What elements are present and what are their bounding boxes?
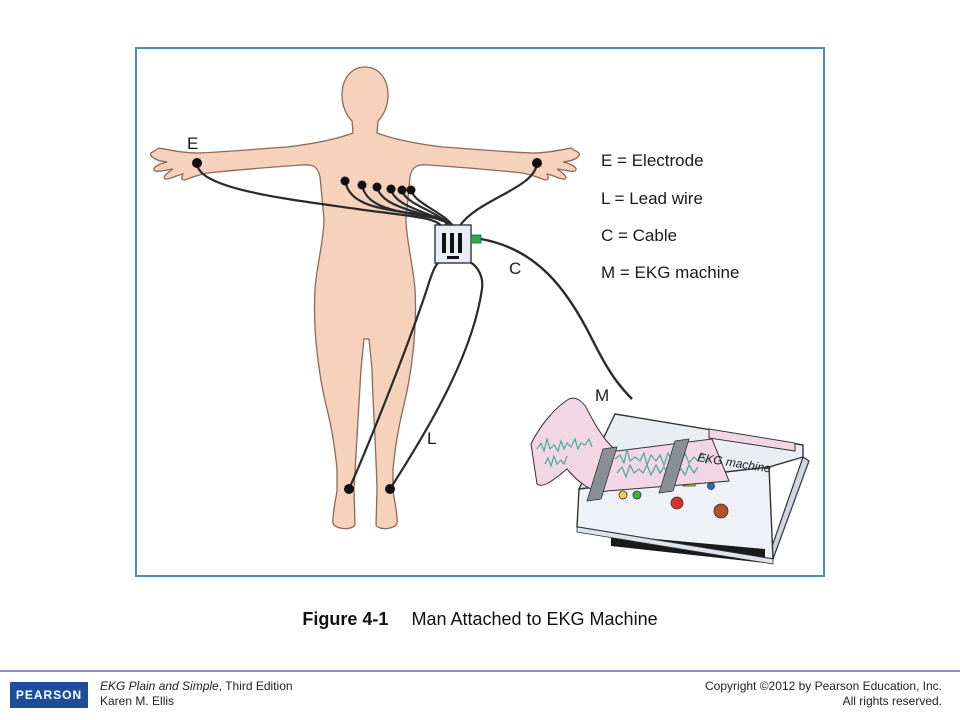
pearson-logo: PEARSON bbox=[10, 682, 88, 708]
button-brown bbox=[713, 503, 729, 519]
footer-divider bbox=[0, 670, 960, 672]
electrode-right-leg bbox=[344, 484, 354, 494]
button-yellow bbox=[618, 490, 628, 500]
button-green bbox=[632, 490, 642, 500]
electrode-v6 bbox=[406, 185, 416, 195]
ekg-diagram: E C M L EKG machine E = Electrode L = Le… bbox=[150, 66, 810, 565]
cable bbox=[480, 237, 633, 400]
caption-title: Man Attached to EKG Machine bbox=[411, 609, 658, 629]
book-author: Karen M. Ellis bbox=[100, 694, 175, 708]
label-machine: M bbox=[595, 386, 609, 405]
label-lead: L bbox=[427, 429, 436, 448]
electrode-left-leg bbox=[385, 484, 395, 494]
legend-lead-wire: L = Lead wire bbox=[601, 189, 703, 208]
button-red bbox=[670, 496, 684, 510]
electrode-v3 bbox=[372, 182, 382, 192]
rights-text: All rights reserved. bbox=[842, 694, 942, 708]
footer-copyright: Copyright ©2012 by Pearson Education, In… bbox=[705, 679, 942, 709]
caption-number: Figure 4-1 bbox=[302, 609, 389, 629]
figure-caption: Figure 4-1 Man Attached to EKG Machine bbox=[0, 609, 960, 630]
footer-book-info: EKG Plain and Simple, Third Edition Kare… bbox=[100, 679, 293, 709]
label-electrode: E bbox=[187, 134, 198, 153]
label-cable: C bbox=[509, 259, 521, 278]
junction-box bbox=[434, 224, 482, 264]
electrode-right-arm bbox=[192, 158, 202, 168]
electrode-v1 bbox=[340, 176, 350, 186]
electrode-v5 bbox=[397, 185, 407, 195]
electrode-v2 bbox=[357, 180, 367, 190]
copyright-text: Copyright ©2012 by Pearson Education, In… bbox=[705, 679, 942, 693]
electrodes bbox=[192, 158, 542, 494]
legend-electrode: E = Electrode bbox=[601, 151, 704, 170]
button-blue bbox=[707, 482, 715, 490]
figure-frame: E C M L EKG machine E = Electrode L = Le… bbox=[135, 47, 825, 577]
electrode-v4 bbox=[386, 184, 396, 194]
human-body bbox=[150, 66, 580, 530]
book-title: EKG Plain and Simple bbox=[100, 679, 219, 693]
logo-text: PEARSON bbox=[15, 688, 83, 702]
book-edition: , Third Edition bbox=[218, 679, 293, 693]
legend-ekg-machine: M = EKG machine bbox=[601, 263, 739, 282]
ekg-paper-strip bbox=[530, 397, 730, 502]
lead-wires bbox=[195, 162, 539, 490]
legend-cable: C = Cable bbox=[601, 226, 677, 245]
electrode-left-arm bbox=[532, 158, 542, 168]
legend: E = Electrode L = Lead wire C = Cable M … bbox=[601, 151, 739, 282]
